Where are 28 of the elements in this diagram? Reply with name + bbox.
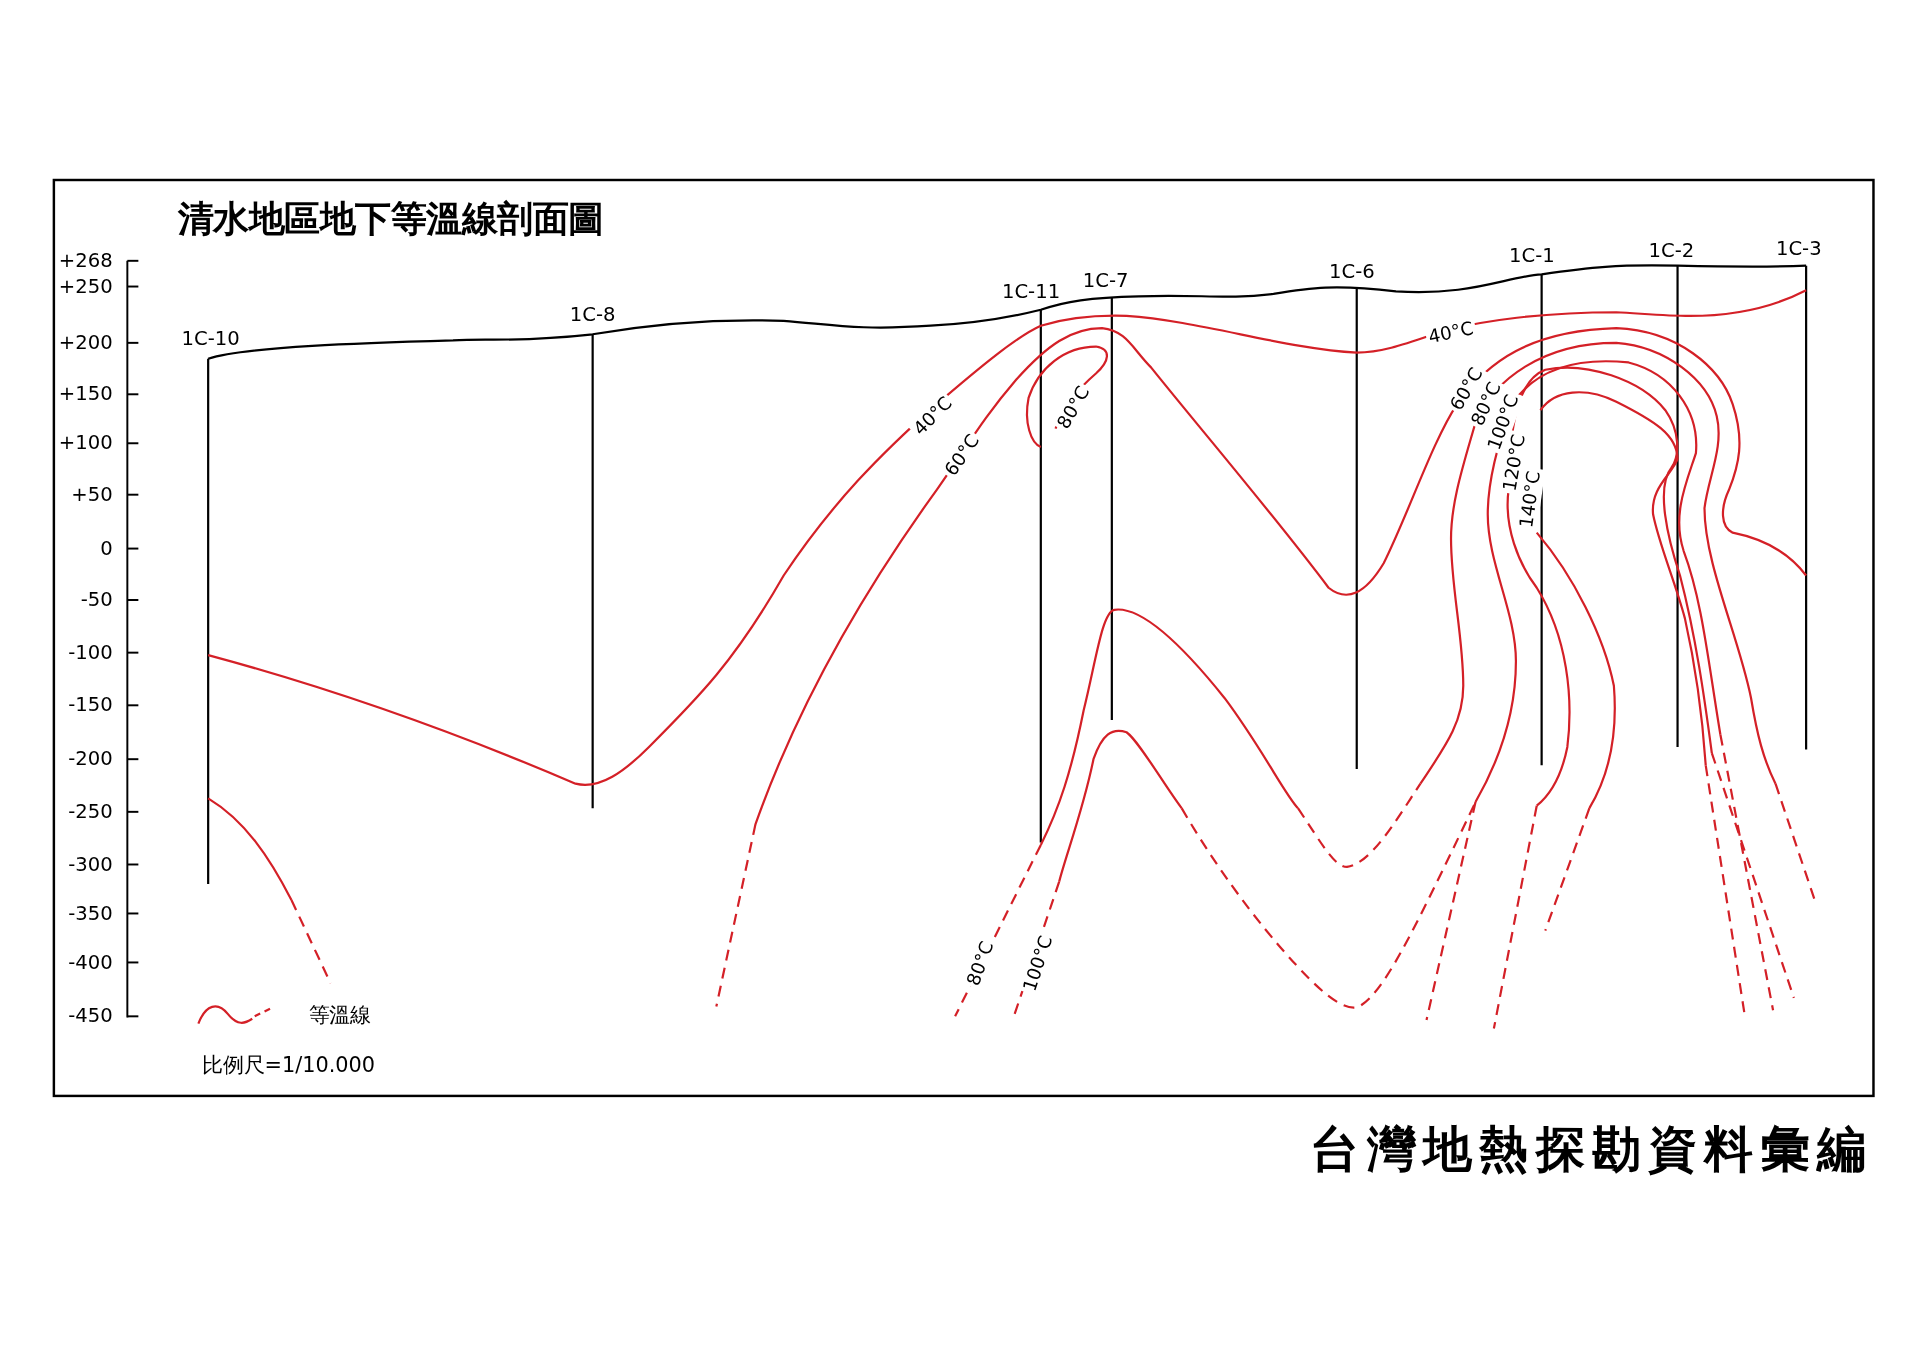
well-label: 1C-2: [1648, 241, 1695, 261]
depth-tick-label: -250: [68, 802, 113, 822]
depth-tick-label: -150: [68, 695, 113, 716]
scale-note: 比例尺=1/10.000: [202, 1054, 376, 1076]
depth-tick-label: +200: [58, 333, 113, 353]
depth-tick-label: -200: [68, 749, 113, 769]
depth-tick-label: +50: [71, 484, 113, 505]
well-label: 1C-7: [1082, 270, 1129, 291]
well-label: 1C-1: [1509, 246, 1555, 266]
depth-tick-label: +150: [58, 384, 113, 405]
well-label: 1C-8: [569, 304, 616, 325]
well-label: 1C-3: [1775, 238, 1822, 259]
legend-label: 等溫線: [308, 1004, 371, 1026]
depth-tick-label: -350: [68, 903, 113, 924]
depth-tick-label: -100: [68, 642, 113, 663]
well-label: 1C-10: [181, 329, 240, 349]
depth-tick-label: -50: [80, 590, 113, 610]
depth-tick-label: +100: [58, 433, 113, 454]
depth-tick-label: -450: [68, 1006, 113, 1027]
well-label: 1C-11: [1001, 281, 1061, 302]
chart-title: 清水地區地下等溫線剖面圖: [177, 201, 604, 237]
depth-tick-label: 0: [100, 538, 113, 559]
depth-tick-label: -300: [68, 854, 113, 875]
depth-tick-label: +250: [58, 276, 113, 297]
depth-tick-label: +268: [58, 251, 113, 271]
depth-tick-label: -400: [68, 952, 113, 973]
well-label: 1C-6: [1329, 262, 1375, 282]
caption-text: 台灣地熱探勘資料彙編: [1310, 1124, 1874, 1174]
